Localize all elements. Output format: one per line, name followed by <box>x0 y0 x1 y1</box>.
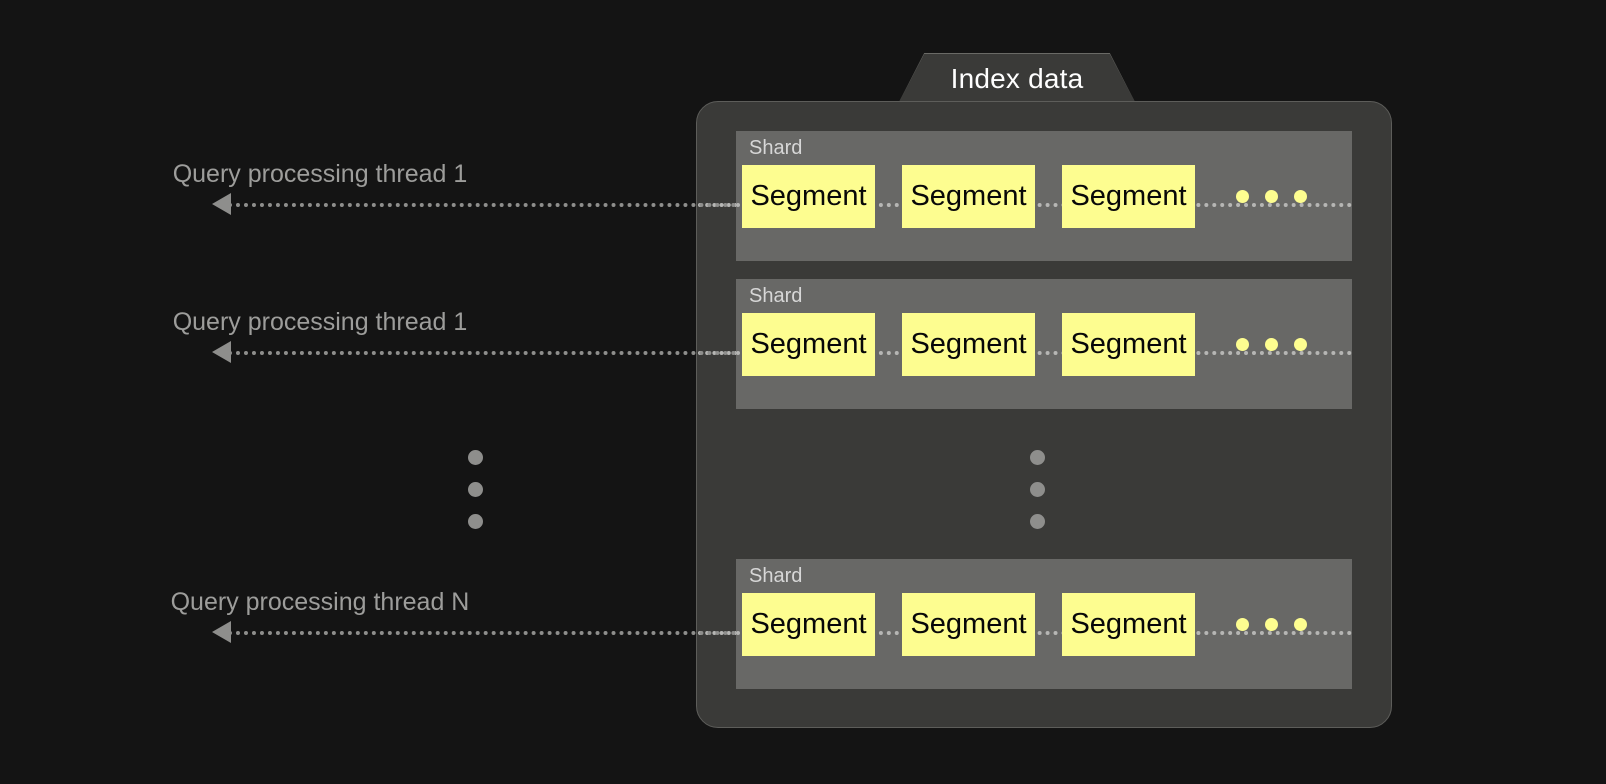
shard-rail-2 <box>736 351 1352 355</box>
shard-rail-1 <box>736 203 1352 207</box>
segment-box: Segment <box>742 165 875 228</box>
segment-ellipsis-dot <box>1236 338 1249 351</box>
thread-label-1: Query processing thread 1 <box>172 160 468 188</box>
thread-label-3: Query processing thread N <box>170 588 470 616</box>
segment-ellipsis-dot <box>1265 190 1278 203</box>
segment-ellipsis-dot <box>1265 338 1278 351</box>
segment-ellipsis-dot <box>1294 338 1307 351</box>
thread-ellipsis-dot <box>468 450 483 465</box>
shard-row-2: Shard Segment Segment Segment <box>736 279 1352 409</box>
segment-box: Segment <box>902 593 1035 656</box>
shard-rail-3 <box>736 631 1352 635</box>
arrow-left-icon <box>212 193 231 215</box>
segment-box: Segment <box>1062 165 1195 228</box>
shard-label-2: Shard <box>749 285 803 307</box>
segment-ellipsis-dot <box>1294 190 1307 203</box>
arrow-left-icon <box>212 621 231 643</box>
segment-ellipsis-3 <box>1236 618 1307 631</box>
index-data-tab: Index data <box>898 54 1136 104</box>
segment-box: Segment <box>742 593 875 656</box>
shard-ellipsis-dot <box>1030 514 1045 529</box>
shard-ellipsis-dot <box>1030 482 1045 497</box>
segment-list-2: Segment Segment Segment <box>742 313 1195 376</box>
thread-ellipsis-dot <box>468 514 483 529</box>
segment-ellipsis-dot <box>1236 618 1249 631</box>
shard-row-3: Shard Segment Segment Segment <box>736 559 1352 689</box>
thread-ellipsis <box>468 450 483 529</box>
segment-box: Segment <box>1062 593 1195 656</box>
segment-ellipsis-dot <box>1265 618 1278 631</box>
thread-line-1 <box>228 203 736 207</box>
segment-ellipsis-dot <box>1236 190 1249 203</box>
shard-row-1: Shard Segment Segment Segment <box>736 131 1352 261</box>
segment-list-1: Segment Segment Segment <box>742 165 1195 228</box>
segment-box: Segment <box>1062 313 1195 376</box>
segment-box: Segment <box>902 313 1035 376</box>
segment-box: Segment <box>902 165 1035 228</box>
shard-label-1: Shard <box>749 137 803 159</box>
segment-ellipsis-dot <box>1294 618 1307 631</box>
index-data-title: Index data <box>950 63 1084 94</box>
thread-label-2: Query processing thread 1 <box>172 308 468 336</box>
arrow-left-icon <box>212 341 231 363</box>
thread-line-3 <box>228 631 736 635</box>
thread-line-2 <box>228 351 736 355</box>
segment-list-3: Segment Segment Segment <box>742 593 1195 656</box>
segment-ellipsis-2 <box>1236 338 1307 351</box>
thread-ellipsis-dot <box>468 482 483 497</box>
segment-box: Segment <box>742 313 875 376</box>
segment-ellipsis-1 <box>1236 190 1307 203</box>
shard-ellipsis-dot <box>1030 450 1045 465</box>
shard-ellipsis <box>1030 450 1045 529</box>
shard-label-3: Shard <box>749 565 803 587</box>
